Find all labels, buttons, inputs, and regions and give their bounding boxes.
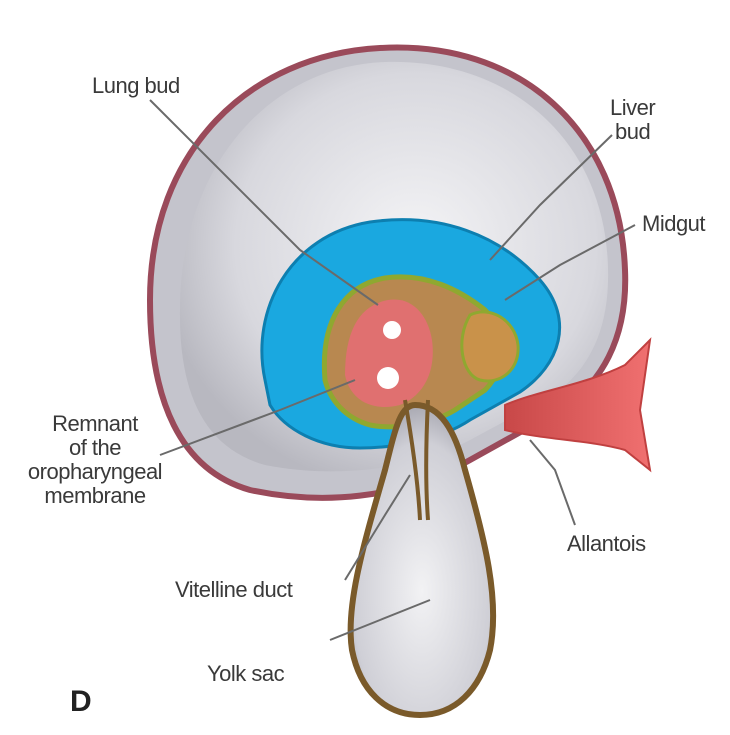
- oropharyngeal-membrane-remnant-marker: [383, 321, 401, 339]
- label-remnant-line1: Remnant: [10, 412, 180, 436]
- label-yolk-sac: Yolk sac: [207, 662, 284, 686]
- label-remnant-line2: of the: [10, 436, 180, 460]
- label-remnant-line3: oropharyngeal: [10, 460, 180, 484]
- label-vitelline-duct: Vitelline duct: [175, 578, 292, 602]
- panel-letter: D: [70, 685, 92, 719]
- label-liver-bud-line1: Liver: [610, 96, 655, 120]
- leader-allantois: [530, 440, 575, 525]
- label-lung-bud: Lung bud: [92, 74, 180, 98]
- label-midgut: Midgut: [642, 212, 705, 236]
- label-liver-bud-line2: bud: [610, 120, 655, 144]
- label-remnant-line4: membrane: [10, 484, 180, 508]
- oropharyngeal-membrane-remnant-marker-2: [377, 367, 399, 389]
- label-remnant: Remnant of the oropharyngeal membrane: [10, 412, 180, 508]
- label-allantois: Allantois: [567, 532, 646, 556]
- label-liver-bud: Liver bud: [610, 96, 655, 144]
